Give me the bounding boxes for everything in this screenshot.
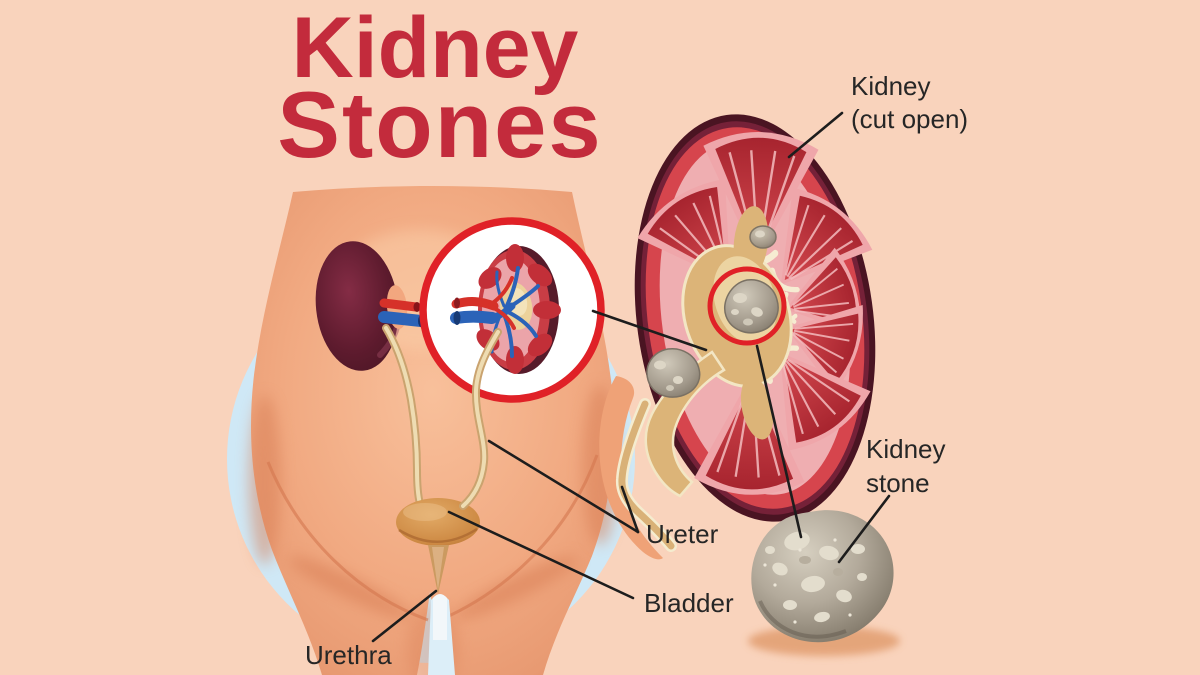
leader-kidney-cut-open <box>787 111 844 159</box>
kidney-stone-closeup <box>748 510 900 656</box>
stone-highlight-ring <box>707 266 787 346</box>
label-kidney-cut-open-line1: Kidney <box>851 71 931 101</box>
bladder-organ <box>396 498 480 546</box>
perirenal-tissue <box>599 376 663 560</box>
leader-bladder <box>447 510 635 600</box>
stone-in-pelvis-lower <box>646 348 701 398</box>
urethra-organ <box>428 545 449 594</box>
stone-in-calyx <box>749 225 777 249</box>
cut-open-kidney <box>599 114 900 560</box>
label-kidney-stone-line2: stone <box>866 468 930 498</box>
right-ureter <box>459 328 502 510</box>
artery-cut-end <box>454 297 460 309</box>
label-kidney-stone-line1: Kidney <box>866 434 946 464</box>
title-line-1: Kidney <box>292 0 579 96</box>
leader-urethra <box>371 589 438 643</box>
leader-ureter-kidney <box>620 485 640 534</box>
leader-ureter-torso <box>487 439 640 534</box>
magnifier-circle <box>419 217 605 510</box>
labels: Kidney (cut open) Ureter Bladder Urethra… <box>305 71 968 670</box>
page-title: Kidney Stones <box>277 0 602 177</box>
stone-texture <box>763 531 867 624</box>
left-renal-artery <box>379 298 421 312</box>
stone-bottom-shade <box>758 600 847 639</box>
leader-magnifier-to-kidney <box>591 309 708 352</box>
urethra-canal <box>433 594 447 640</box>
label-bladder: Bladder <box>644 588 734 618</box>
leader-lines <box>371 111 891 643</box>
label-ureter: Ureter <box>646 519 719 549</box>
title-line-2: Stones <box>277 72 602 177</box>
leader-kidney-stone <box>837 494 891 564</box>
leader-ring-to-stone <box>755 344 803 539</box>
label-urethra: Urethra <box>305 640 392 670</box>
left-ureter <box>382 324 424 508</box>
stone-highlighted <box>724 279 779 334</box>
label-kidney-cut-open-line2: (cut open) <box>851 104 968 134</box>
mini-renal-vein <box>450 310 498 324</box>
vein-cut-end <box>453 311 461 325</box>
